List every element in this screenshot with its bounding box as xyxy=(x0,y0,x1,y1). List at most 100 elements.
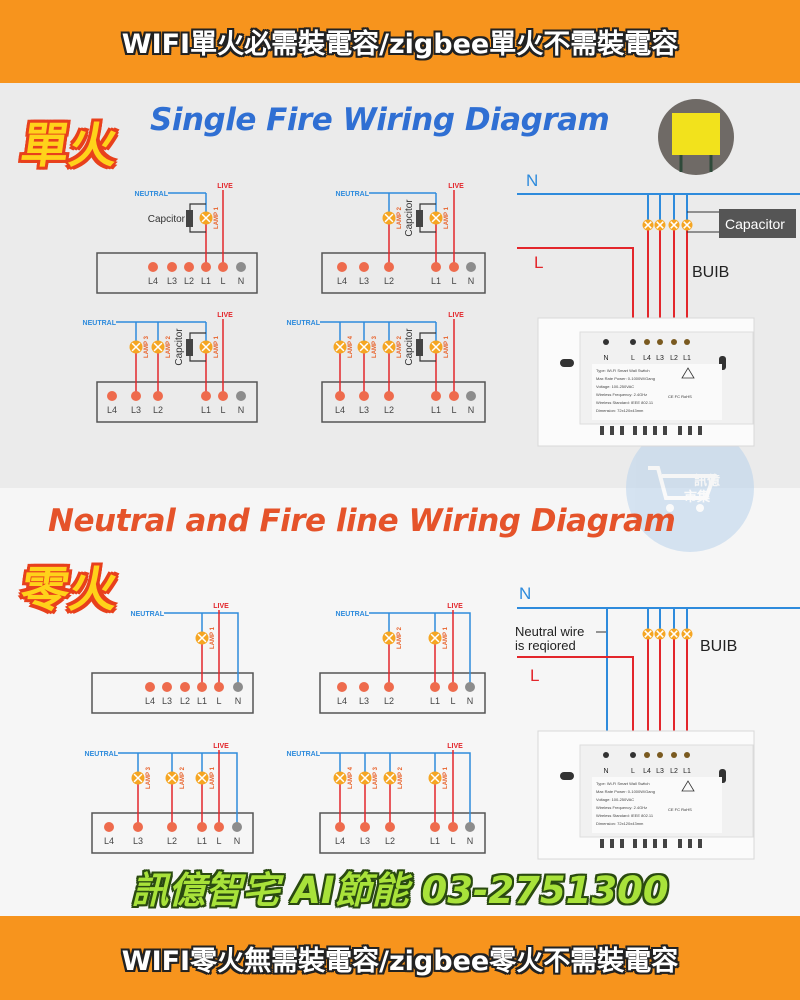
vent xyxy=(633,426,637,435)
vent xyxy=(643,426,647,435)
top-banner-text: WIFI單火必需裝電容/zigbee單火不需裝電容 xyxy=(121,29,679,60)
terminal-n xyxy=(465,682,475,692)
lamp-label: LAMP 2 xyxy=(397,335,403,358)
lamp-icon xyxy=(668,219,680,231)
terminal-label: L1 xyxy=(431,276,441,286)
capacitor-icon xyxy=(186,210,193,227)
vent xyxy=(663,426,667,435)
lamp-icon xyxy=(358,771,372,785)
vent xyxy=(600,426,604,435)
bottom-banner-text: WIFI零火無需裝電容/zigbee零火不需裝電容 xyxy=(121,945,679,977)
terminal-l4 xyxy=(148,262,158,272)
terminal-l2 xyxy=(384,391,394,401)
lamp-icon xyxy=(382,340,396,354)
neutral-label: NEUTRAL xyxy=(336,611,370,618)
neutral-note-2: is reqiored xyxy=(515,638,576,653)
lamp-cross xyxy=(656,221,664,229)
capacitor-icon xyxy=(416,210,423,227)
lamp-cross xyxy=(133,773,143,783)
lamp-label: LAMP 1 xyxy=(443,766,449,789)
vent xyxy=(600,839,604,848)
lamp-cross xyxy=(335,342,345,352)
warning-icon xyxy=(681,780,695,792)
device-terminal xyxy=(657,339,663,345)
terminal-n xyxy=(233,682,243,692)
watermark-logo: 訊億 市集 xyxy=(626,424,754,552)
lamp-icon xyxy=(642,219,654,231)
terminal-label: L1 xyxy=(197,696,207,706)
device-terminal xyxy=(684,339,690,345)
neutral-wire xyxy=(118,752,238,827)
neutral-label: NEUTRAL xyxy=(336,191,370,198)
lamp-icon xyxy=(195,771,209,785)
device-terminal xyxy=(644,339,650,345)
lamp-icon xyxy=(357,340,371,354)
terminal-l xyxy=(218,262,228,272)
plate-slot xyxy=(560,359,574,367)
live-label: LIVE xyxy=(217,183,233,190)
device-terminal-label: L1 xyxy=(683,768,691,775)
terminal-l4 xyxy=(145,682,155,692)
terminal-label: N xyxy=(238,405,245,415)
capacitor-label: Capcitor xyxy=(404,328,415,366)
lamp-icon xyxy=(429,211,443,225)
lamp-icon xyxy=(199,211,213,225)
n-label: N xyxy=(519,584,531,603)
terminal-l3 xyxy=(359,262,369,272)
neutral-fire-title: Neutral and Fire line Wiring Diagram xyxy=(48,503,676,539)
plate-slot xyxy=(560,772,574,780)
vent xyxy=(698,839,702,848)
live-label: LIVE xyxy=(213,603,229,610)
terminal-n xyxy=(236,262,246,272)
device-terminal xyxy=(603,752,609,758)
terminal-label: L1 xyxy=(201,276,211,286)
promo-text: 訊億智宅 AI節能 03-2751300 xyxy=(131,869,669,912)
spec-line: Wireless Frequency: 2.4GHz xyxy=(596,805,647,810)
lamp-cross xyxy=(201,213,211,223)
neutral-label: NEUTRAL xyxy=(85,751,119,758)
terminal-l3 xyxy=(360,822,370,832)
device-terminal xyxy=(671,339,677,345)
terminal-l1 xyxy=(431,262,441,272)
lamp-icon xyxy=(195,631,209,645)
lamp-label: LAMP 1 xyxy=(444,206,450,229)
terminal-label: L1 xyxy=(430,836,440,846)
lamp-cross xyxy=(670,630,678,638)
lamp-label: LAMP 2 xyxy=(166,335,172,358)
lamp-icon xyxy=(654,628,666,640)
lamp-icon xyxy=(333,771,347,785)
device-terminal-label: L3 xyxy=(656,355,664,362)
terminal-l3 xyxy=(131,391,141,401)
device-terminal-label: L xyxy=(631,355,635,362)
lamp-cross xyxy=(197,773,207,783)
device-terminal-label: L2 xyxy=(670,355,678,362)
spec-line: Max Rate Power: 0-1000W/Gang xyxy=(596,376,655,381)
switch-box xyxy=(321,252,486,294)
lamp-label: LAMP 3 xyxy=(372,335,378,358)
capacitor-icon xyxy=(186,339,193,356)
terminal-n xyxy=(465,822,475,832)
lamp-cross xyxy=(197,633,207,643)
terminal-l2 xyxy=(184,262,194,272)
device-terminal xyxy=(644,752,650,758)
terminal-label: L1 xyxy=(430,696,440,706)
vent xyxy=(620,839,624,848)
vent xyxy=(688,839,692,848)
terminal-label: L1 xyxy=(431,405,441,415)
lamp-label: LAMP 1 xyxy=(444,335,450,358)
lamp-cross xyxy=(430,633,440,643)
terminal-l1 xyxy=(197,822,207,832)
vent xyxy=(620,426,624,435)
lamp-icon xyxy=(681,219,693,231)
vent xyxy=(633,839,637,848)
terminal-label: L2 xyxy=(384,276,394,286)
terminal-l1 xyxy=(431,391,441,401)
terminal-l4 xyxy=(337,682,347,692)
lamp-icon xyxy=(654,219,666,231)
capacitor-box xyxy=(719,209,796,238)
neutral-label: NEUTRAL xyxy=(83,320,117,327)
